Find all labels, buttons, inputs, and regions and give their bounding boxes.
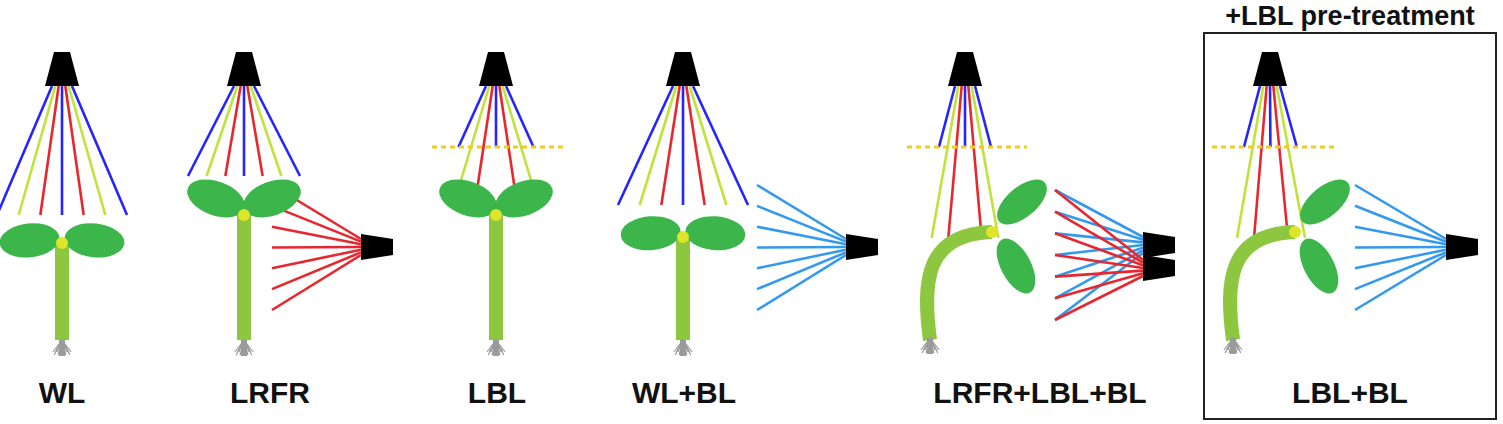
- light-ray: [243, 86, 246, 176]
- roots: [487, 340, 505, 356]
- condition-label: LRFR+LBL+BL: [890, 372, 1190, 414]
- light-ray: [1355, 255, 1446, 310]
- light-ray: [682, 86, 685, 205]
- light-ray: [1055, 276, 1143, 320]
- roots: [53, 340, 71, 356]
- condition-label: LRFR: [120, 372, 420, 414]
- light-ray: [1254, 86, 1267, 238]
- light-ray: [272, 255, 361, 310]
- light-ray: [506, 86, 534, 147]
- light-ray: [272, 246, 361, 249]
- lamp-side: [1446, 234, 1478, 260]
- light-ray: [40, 86, 58, 215]
- seedlings: [0, 171, 1358, 356]
- filter-line: [432, 146, 564, 149]
- light-ray: [757, 255, 846, 310]
- light-ray: [254, 86, 300, 176]
- lamp-top: [479, 52, 513, 86]
- lamp-top: [45, 52, 79, 86]
- light-ray: [757, 246, 846, 249]
- light-ray: [948, 86, 961, 238]
- roots: [1224, 338, 1242, 354]
- seedling: [434, 172, 558, 340]
- roots: [921, 338, 939, 354]
- light-ray: [1269, 86, 1272, 147]
- light-ray: [975, 86, 991, 147]
- light-ray: [1355, 227, 1446, 245]
- lamp-top: [948, 52, 982, 86]
- light-ray: [272, 227, 361, 245]
- light-ray: [72, 86, 127, 215]
- light-ray: [693, 86, 748, 205]
- light-sources: [45, 52, 1478, 281]
- light-ray: [964, 86, 967, 147]
- lamp-side: [1143, 255, 1175, 281]
- lamp-side: [846, 234, 878, 260]
- lamp-top: [666, 52, 700, 86]
- light-ray: [1055, 250, 1143, 298]
- light-ray: [1055, 190, 1143, 237]
- condition-label: WL+BL: [534, 372, 834, 414]
- light-ray: [972, 86, 999, 238]
- lamp-side: [361, 234, 393, 260]
- light-ray: [757, 227, 846, 245]
- light-ray: [1055, 273, 1143, 298]
- light-ray: [1055, 255, 1143, 268]
- seedling-bent: [927, 171, 1055, 340]
- light-ray: [458, 86, 486, 147]
- seedling: [620, 214, 747, 340]
- lamp-top: [1253, 52, 1287, 86]
- treatment-box: +LBL pre-treatmentLBL+BL: [1203, 0, 1497, 422]
- light-ray: [661, 86, 679, 205]
- roots: [674, 340, 692, 356]
- roots: [235, 340, 253, 356]
- box-heading: +LBL pre-treatment: [1183, 0, 1503, 32]
- seedling: [182, 172, 306, 340]
- light-ray: [61, 86, 64, 215]
- condition-label: WL: [0, 372, 212, 414]
- light-ray: [477, 86, 492, 188]
- light-ray: [1355, 246, 1446, 249]
- light-ray: [1055, 253, 1143, 320]
- filter-line: [907, 146, 1027, 149]
- box-border: [1203, 32, 1497, 420]
- light-ray: [1280, 86, 1297, 147]
- lamp-side: [1143, 232, 1175, 258]
- filter-line: [1212, 146, 1334, 149]
- lamp-top: [227, 52, 261, 86]
- light-ray: [495, 86, 498, 147]
- condition-label: LBL+BL: [1183, 372, 1503, 414]
- seedling-bent: [1230, 171, 1358, 340]
- condition-label: LBL: [347, 372, 647, 414]
- light-ray: [225, 86, 240, 176]
- light-ray: [503, 86, 534, 188]
- seedling: [0, 220, 126, 340]
